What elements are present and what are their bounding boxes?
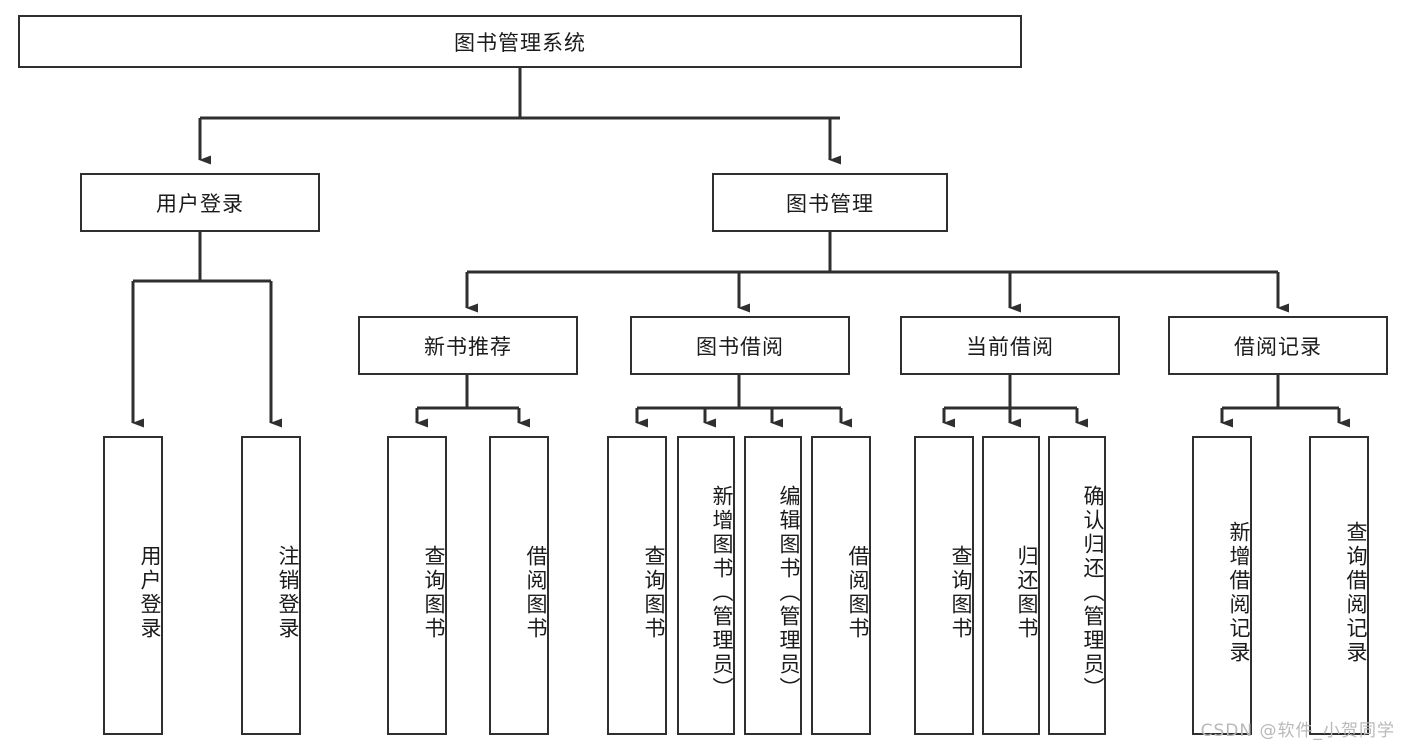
node-label: 借阅图书 (846, 544, 870, 641)
leaf-query-borrow-record[interactable]: 查询借阅记录 (1309, 436, 1369, 735)
node-label: 用户登录 (138, 544, 162, 641)
node-label: 借阅图书 (524, 544, 548, 641)
node-label: 确认归还（管理员） (1081, 484, 1105, 701)
node-label: 编辑图书（管理员） (777, 484, 801, 701)
node-root[interactable]: 图书管理系统 (18, 15, 1022, 68)
leaf-edit-book-admin[interactable]: 编辑图书（管理员） (744, 436, 802, 735)
leaf-query-book-recommend[interactable]: 查询图书 (387, 436, 447, 735)
node-user-login[interactable]: 用户登录 (80, 173, 320, 232)
node-label: 当前借阅 (966, 334, 1054, 359)
leaf-query-book-borrow[interactable]: 查询图书 (607, 436, 667, 735)
node-label: 查询图书 (422, 544, 446, 641)
node-label: 图书管理 (786, 191, 874, 216)
leaf-borrow-book-recommend[interactable]: 借阅图书 (489, 436, 549, 735)
node-label: 借阅记录 (1234, 334, 1322, 359)
leaf-confirm-return-admin[interactable]: 确认归还（管理员） (1048, 436, 1106, 735)
watermark: CSDN @软件_小贺同学 (1200, 721, 1395, 741)
node-label: 新增图书（管理员） (710, 484, 734, 701)
leaf-add-book-admin[interactable]: 新增图书（管理员） (677, 436, 735, 735)
node-label: 查询图书 (642, 544, 666, 641)
node-label: 归还图书 (1015, 544, 1039, 641)
node-label: 查询图书 (949, 544, 973, 641)
node-label: 图书管理系统 (454, 30, 586, 55)
leaf-return-book[interactable]: 归还图书 (982, 436, 1040, 735)
node-label: 注销登录 (276, 544, 300, 641)
node-label: 查询借阅记录 (1344, 520, 1368, 665)
node-book-management[interactable]: 图书管理 (712, 173, 948, 232)
leaf-add-borrow-record[interactable]: 新增借阅记录 (1192, 436, 1252, 735)
node-label: 图书借阅 (696, 334, 784, 359)
node-label: 新增借阅记录 (1227, 520, 1251, 665)
node-book-borrow[interactable]: 图书借阅 (630, 316, 850, 375)
leaf-logout[interactable]: 注销登录 (241, 436, 301, 735)
leaf-user-login[interactable]: 用户登录 (103, 436, 163, 735)
node-borrow-record[interactable]: 借阅记录 (1168, 316, 1388, 375)
node-label: 用户登录 (156, 191, 244, 216)
node-current-borrow[interactable]: 当前借阅 (900, 316, 1120, 375)
node-label: 新书推荐 (424, 334, 512, 359)
leaf-query-book-current[interactable]: 查询图书 (914, 436, 974, 735)
node-new-book-recommend[interactable]: 新书推荐 (358, 316, 578, 375)
leaf-borrow-book[interactable]: 借阅图书 (811, 436, 871, 735)
